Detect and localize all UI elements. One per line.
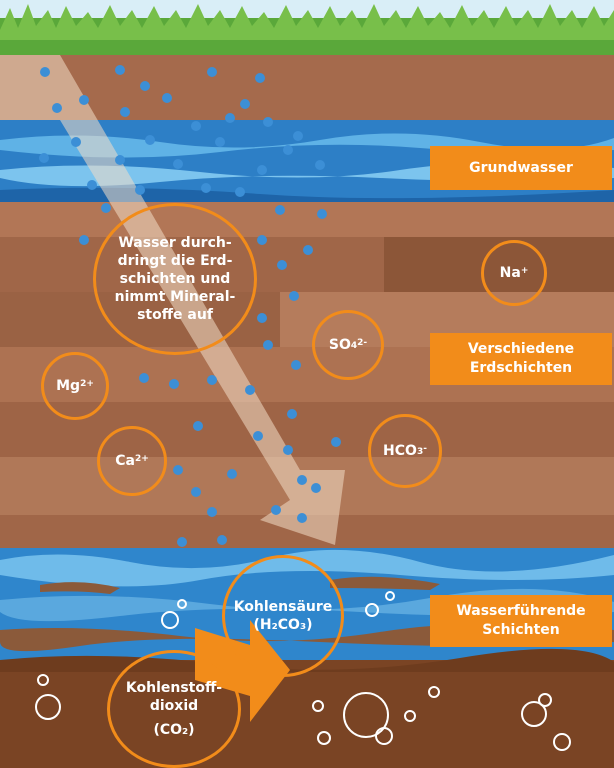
ion-hco3-charge: - [423, 444, 427, 454]
co2-circle: Kohlenstoff- dioxid (CO₂) [107, 650, 241, 768]
ion-so4-index: 4 [350, 341, 358, 351]
process-text-line-5: stoffe auf [137, 307, 213, 324]
process-text-line-3: schichten und [119, 270, 231, 287]
label-soil-layers-line-1: Verschiedene [467, 341, 575, 358]
label-groundwater-text: Grundwasser [469, 159, 573, 176]
label-groundwater: Grundwasser [430, 146, 612, 190]
process-text-line-4: nimmt Mineral- [114, 289, 236, 306]
ion-mg-charge: 2+ [80, 379, 94, 389]
co2-formula: (CO₂) [153, 722, 195, 739]
grass-blades [0, 4, 614, 40]
ion-mg-symbol: Mg [56, 378, 81, 394]
label-soil-layers: Verschiedene Erdschichten [430, 333, 612, 385]
label-aquifer: Wasserführende Schichten [430, 595, 612, 647]
water-ripple-3 [0, 187, 614, 202]
label-aquifer-line-1: Wasserführende [456, 603, 586, 620]
co2-name-line-1: Kohlenstoff- [125, 679, 223, 696]
label-aquifer-line-2: Schichten [482, 622, 560, 638]
aquifer-soil-patch-3 [330, 576, 440, 590]
ion-so4-symbol: SO [328, 337, 351, 353]
air-bubbles [35, 591, 571, 751]
label-soil-layers-line-2: Erdschichten [469, 360, 573, 376]
soil-layer-top [0, 55, 614, 120]
ion-na-charge: + [520, 266, 529, 276]
process-text-line-1: Wasser durch- [118, 234, 232, 251]
process-circle: Wasser durch- dringt die Erd- schichten … [93, 203, 257, 355]
ion-hco3-index: 3 [416, 447, 424, 457]
ion-ca-charge: 2+ [134, 454, 149, 464]
soil-layer-1 [0, 202, 614, 237]
carbonic-acid-name: Kohlensäure [233, 598, 333, 615]
water-droplets [39, 65, 341, 547]
carbonic-acid-formula: (H₂CO₃) [253, 617, 313, 633]
aquifer-soil-patch-2 [40, 582, 120, 594]
process-text-line-2: dringt die Erd- [117, 252, 233, 269]
ion-hco3-symbol: HCO [383, 443, 417, 459]
ion-ca-symbol: Ca [115, 453, 135, 469]
ion-so4-charge: 2- [357, 338, 368, 348]
co2-name-line-2: dioxid [149, 697, 199, 714]
ion-na: Na+ [481, 240, 547, 306]
carbonic-acid-circle: Kohlensäure (H₂CO₃) [222, 555, 344, 677]
deep-soil [0, 660, 614, 768]
water-ripple-1 [0, 133, 614, 158]
ion-na-symbol: Na [499, 265, 521, 281]
